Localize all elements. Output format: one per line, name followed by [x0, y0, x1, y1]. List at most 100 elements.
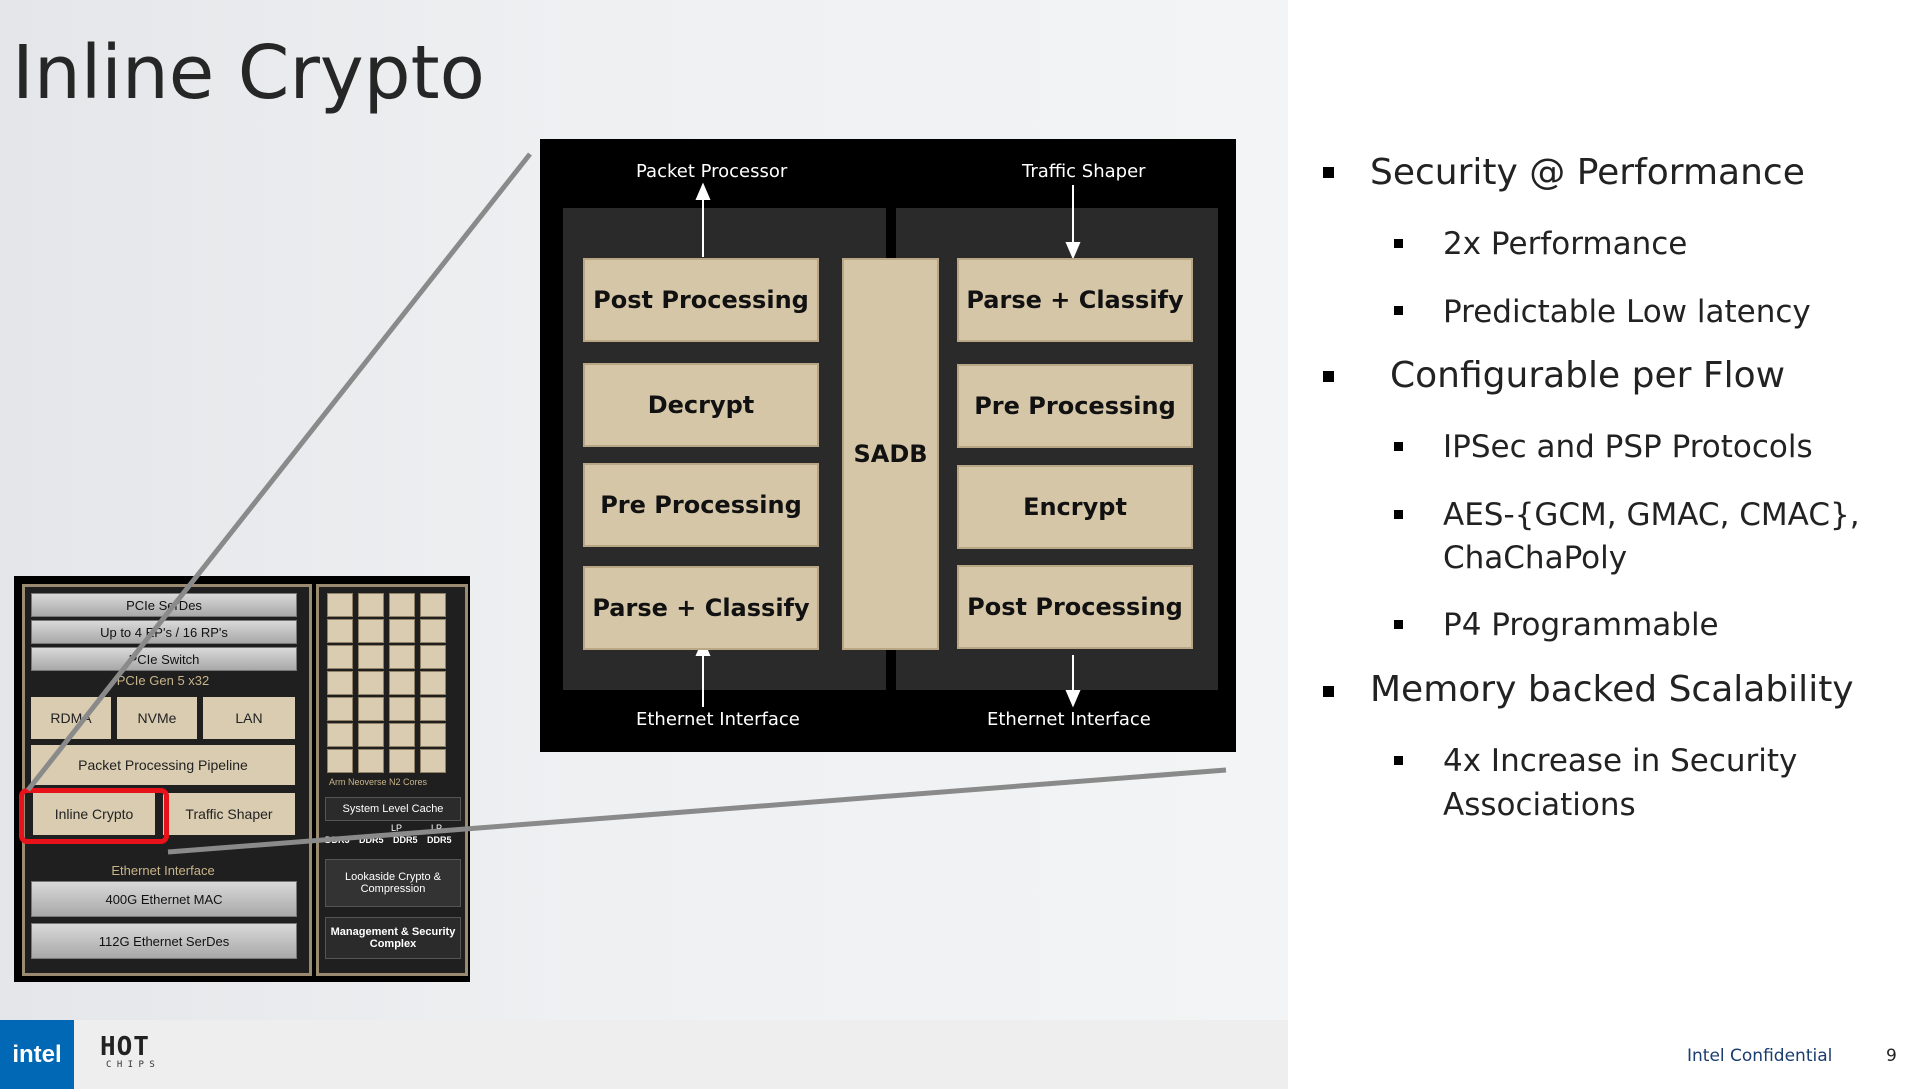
bullet-aes-line2: ChaChaPoly [1443, 540, 1628, 576]
tx-parse-classify: Parse + Classify [957, 258, 1193, 342]
bullet-square [1394, 306, 1403, 315]
inline-crypto-detail-diagram: Packet Processor Traffic Shaper Ethernet… [540, 139, 1236, 752]
arm-core-cell [358, 749, 384, 773]
intel-confidential-label: Intel Confidential [1687, 1046, 1833, 1066]
arm-core-cell [389, 593, 415, 617]
traffic-shaper-block: Traffic Shaper [163, 793, 295, 835]
hot-chips-logo-bottom: C H I P S [106, 1060, 155, 1070]
ddr-label-4: DDR5 [427, 835, 452, 845]
ddr-label-3: DDR5 [393, 835, 418, 845]
rx-post-processing: Post Processing [583, 258, 819, 342]
arm-core-cell [420, 593, 446, 617]
arm-core-cell [327, 671, 353, 695]
arm-core-cell [327, 723, 353, 747]
bullet-memory-scalability: Memory backed Scalability [1370, 669, 1854, 710]
rx-pre-processing: Pre Processing [583, 463, 819, 547]
arm-core-cell [327, 697, 353, 721]
bullet-2x-performance: 2x Performance [1443, 226, 1688, 262]
arm-core-cell [358, 697, 384, 721]
ethernet-interface-left-label: Ethernet Interface [636, 709, 800, 730]
bullet-square [1323, 167, 1334, 178]
zoom-line-bottom [167, 767, 1227, 855]
bullet-low-latency: Predictable Low latency [1443, 294, 1811, 330]
lan-block: LAN [203, 697, 295, 739]
arrowhead-down-top [1065, 242, 1081, 260]
soc-right-panel: Arm Neoverse N2 Cores System Level Cache… [316, 584, 468, 976]
flow-arrows [695, 182, 1081, 708]
rx-decrypt: Decrypt [583, 363, 819, 447]
arrowhead-up-top [695, 182, 711, 200]
arm-core-cell [358, 619, 384, 643]
arm-cores-label: Arm Neoverse N2 Cores [329, 777, 428, 787]
system-cache-block: System Level Cache [325, 797, 461, 821]
arm-core-cell [420, 697, 446, 721]
ethernet-serdes-block: 112G Ethernet SerDes [31, 923, 297, 959]
ethernet-interface-right-label: Ethernet Interface [987, 709, 1151, 730]
arm-core-cell [389, 749, 415, 773]
arm-core-cell [389, 645, 415, 669]
page-number: 9 [1886, 1046, 1897, 1066]
sadb-block: SADB [842, 258, 939, 650]
bullet-square [1394, 756, 1403, 765]
pcie-gen-label: PCIe Gen 5 x32 [116, 673, 210, 688]
arm-core-cell [358, 671, 384, 695]
lp-label-2: LP [431, 823, 443, 833]
arm-core-cell [358, 723, 384, 747]
lookaside-crypto-block: Lookaside Crypto & Compression [325, 859, 461, 907]
pcie-ports-block: Up to 4 EP's / 16 RP's [31, 620, 297, 644]
packet-processor-label: Packet Processor [636, 161, 788, 182]
arm-core-cell [327, 619, 353, 643]
bullet-p4-programmable: P4 Programmable [1443, 607, 1719, 643]
ethernet-interface-label: Ethernet Interface [111, 863, 215, 878]
packet-pipeline-block: Packet Processing Pipeline [31, 745, 295, 785]
bullet-square [1323, 371, 1334, 382]
tx-post-processing: Post Processing [957, 565, 1193, 649]
arm-core-cell [327, 645, 353, 669]
arm-core-cell [389, 697, 415, 721]
tx-encrypt: Encrypt [957, 465, 1193, 549]
bullet-configurable-flow: Configurable per Flow [1390, 355, 1786, 396]
bullet-square [1323, 686, 1334, 697]
arm-core-cell [420, 723, 446, 747]
bullet-4x-increase-line1: 4x Increase in Security [1443, 743, 1798, 779]
pcie-serdes-block: PCIe SerDes [31, 593, 297, 617]
arm-core-cell [389, 671, 415, 695]
soc-left-panel: PCIe SerDes Up to 4 EP's / 16 RP's PCIe … [22, 584, 312, 976]
arm-core-cell [389, 723, 415, 747]
management-security-block: Management & Security Complex [325, 917, 461, 959]
rx-parse-classify: Parse + Classify [583, 566, 819, 650]
bullet-square [1394, 239, 1403, 248]
arm-core-cell [327, 593, 353, 617]
ethernet-mac-block: 400G Ethernet MAC [31, 881, 297, 917]
inline-crypto-block: Inline Crypto [33, 793, 155, 835]
traffic-shaper-label: Traffic Shaper [1022, 161, 1146, 182]
slide-title: Inline Crypto [12, 30, 485, 116]
bullet-square [1394, 510, 1403, 519]
hot-chips-logo-top: HOT [100, 1032, 150, 1062]
tx-pre-processing: Pre Processing [957, 364, 1193, 448]
bullet-aes-line1: AES-{GCM, GMAC, CMAC}, [1443, 497, 1860, 533]
arm-core-cell [420, 671, 446, 695]
bullet-square [1394, 620, 1403, 629]
bullet-security-performance: Security @ Performance [1370, 152, 1805, 193]
arm-core-cell [420, 645, 446, 669]
zoom-line-top [26, 152, 532, 792]
arm-core-cell [327, 749, 353, 773]
bullet-ipsec-psp: IPSec and PSP Protocols [1443, 429, 1813, 465]
soc-block-diagram: PCIe SerDes Up to 4 EP's / 16 RP's PCIe … [14, 576, 470, 982]
arrowhead-down-bottom [1065, 690, 1081, 708]
arm-core-cell [420, 619, 446, 643]
footer-bar [0, 1020, 1288, 1089]
inline-crypto-highlight [19, 788, 169, 844]
bullet-square [1394, 442, 1403, 451]
arm-core-cell [389, 619, 415, 643]
pcie-switch-block: PCIe Switch [31, 647, 297, 671]
zoom-connector-lines [26, 152, 1227, 855]
arm-core-cell [420, 749, 446, 773]
lp-label-1: LP [391, 823, 403, 833]
ddr-label-2: DDR5 [359, 835, 384, 845]
intel-logo: intel [0, 1020, 74, 1089]
arm-core-cell [358, 593, 384, 617]
arm-core-cell [358, 645, 384, 669]
intel-logo-text: intel [12, 1040, 62, 1068]
